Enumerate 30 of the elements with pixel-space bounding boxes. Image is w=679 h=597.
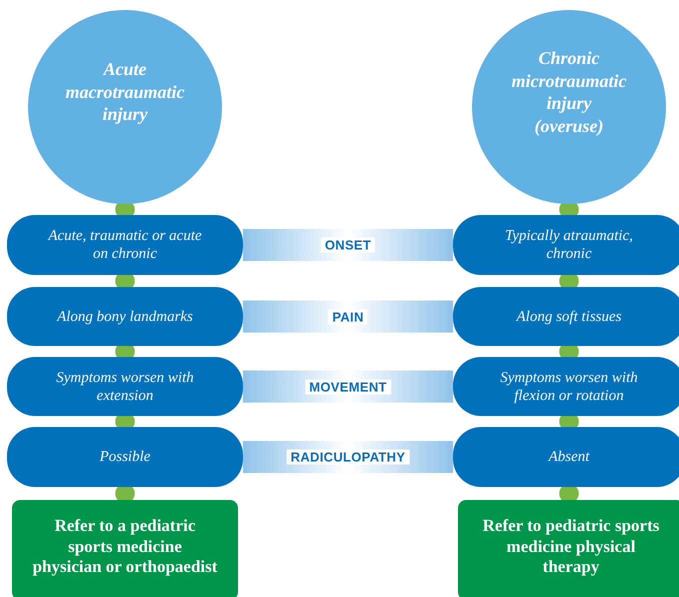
gradient-band-connector bbox=[243, 370, 453, 402]
gradient-band-connector bbox=[243, 300, 453, 332]
gradient-band-connector bbox=[243, 441, 453, 473]
node-text: Chronic microtraumatic injury (overuse) bbox=[512, 47, 626, 137]
edge-label: ONSET bbox=[320, 238, 376, 252]
finding-pill bbox=[453, 287, 679, 346]
finding-pill bbox=[7, 427, 243, 487]
node-text: Absent bbox=[548, 448, 590, 466]
node-text: Acute, traumatic or acute on chronic bbox=[47, 227, 203, 263]
node-text: Symptoms worsen with extension bbox=[55, 368, 195, 404]
node-text: Refer to pediatric sports medicine physical therapy bbox=[482, 516, 660, 578]
gradient-band-connector bbox=[243, 229, 453, 261]
finding-pill bbox=[7, 357, 243, 416]
node-text: Refer to a pediatric sports medicine physician or orthopaedist bbox=[32, 516, 218, 578]
node-text: Possible bbox=[100, 448, 150, 466]
referral-card bbox=[458, 500, 679, 597]
node-text: Along bony landmarks bbox=[57, 308, 193, 326]
finding-pill bbox=[453, 215, 679, 275]
edge-label: MOVEMENT bbox=[305, 379, 391, 394]
node-text: Along soft tissues bbox=[516, 308, 622, 326]
finding-pill bbox=[7, 215, 243, 275]
edge-label: PAIN bbox=[328, 309, 368, 324]
referral-card bbox=[12, 500, 238, 597]
finding-pill bbox=[7, 287, 243, 346]
finding-pill bbox=[453, 427, 679, 487]
node-text: Typically atraumatic, chronic bbox=[504, 227, 634, 263]
edge-label: RADICULOPATHY bbox=[286, 450, 410, 464]
finding-pill bbox=[453, 357, 679, 416]
node-text: Symptoms worsen with flexion or rotation bbox=[499, 368, 639, 404]
node-text: Acute macrotraumatic injury bbox=[66, 58, 184, 126]
